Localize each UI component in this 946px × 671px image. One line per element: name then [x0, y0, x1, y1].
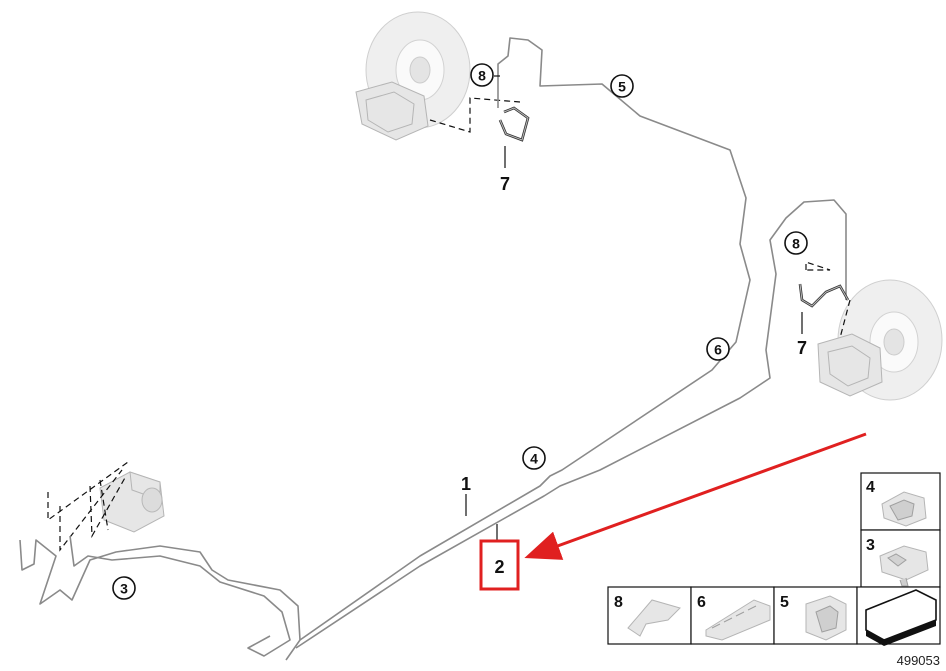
callout-3: 3: [112, 576, 136, 600]
svg-text:4: 4: [530, 451, 538, 467]
bracket-icon-8: [627, 599, 681, 637]
svg-text:6: 6: [697, 594, 706, 611]
svg-text:3: 3: [120, 581, 128, 597]
holder-icon-6: [705, 599, 771, 641]
brake-pipe-main: [19, 37, 847, 661]
callout-2-highlight[interactable]: 2: [479, 539, 520, 591]
callout-5: 5: [610, 74, 634, 98]
clip-icon-4: [881, 491, 927, 527]
callout-8-right: 8: [784, 231, 808, 255]
abs-unit-icon: [99, 471, 165, 533]
front-right-caliper-icon: [817, 333, 883, 397]
brake-hose-right: [798, 283, 850, 308]
svg-text:5: 5: [780, 594, 789, 611]
callout-8-top: 8: [470, 63, 494, 87]
callout-4: 4: [522, 446, 546, 470]
svg-text:8: 8: [478, 68, 486, 84]
thumb-3[interactable]: 3: [860, 529, 941, 588]
thumb-6[interactable]: 6: [690, 586, 775, 645]
svg-text:2: 2: [494, 557, 504, 577]
callout-7-top: 7: [500, 174, 510, 194]
svg-text:4: 4: [866, 479, 875, 496]
thumb-reference[interactable]: [856, 586, 941, 646]
callout-1: 1: [461, 474, 471, 494]
svg-text:8: 8: [614, 594, 623, 611]
thumb-4[interactable]: 4: [860, 472, 941, 531]
brake-hose-top: [498, 106, 530, 142]
thumb-5[interactable]: 5: [773, 586, 858, 645]
thumb-8[interactable]: 8: [607, 586, 692, 645]
svg-text:3: 3: [866, 537, 875, 554]
svg-text:6: 6: [714, 342, 722, 358]
leader-lines: [465, 75, 803, 542]
clip-icon-5: [805, 595, 847, 641]
diagram-number: 499053: [897, 653, 940, 668]
reference-shape-icon: [865, 589, 937, 646]
clip-icon-3: [879, 545, 929, 587]
callout-7-right: 7: [797, 338, 807, 358]
svg-text:8: 8: [792, 236, 800, 252]
svg-text:5: 5: [618, 79, 626, 95]
red-arrow-icon: [524, 432, 867, 560]
callout-6: 6: [706, 337, 730, 361]
front-left-caliper-icon: [355, 81, 429, 141]
dashed-connectors: [47, 97, 851, 552]
